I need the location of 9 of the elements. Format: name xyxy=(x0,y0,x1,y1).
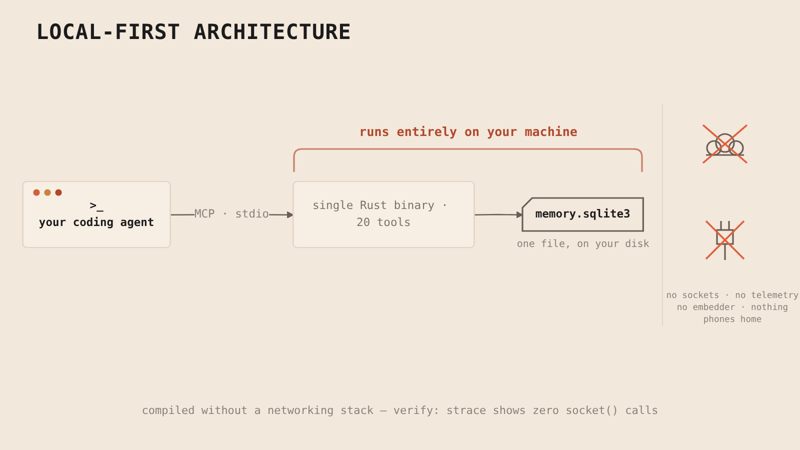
document-shape: memory.sqlite3 xyxy=(522,197,644,232)
note-text: no sockets · no telemetry no embedder · nothing phones home xyxy=(665,290,800,326)
node-caption: one file, on your disk xyxy=(516,238,650,250)
process-box: single Rust binary · 20 tools xyxy=(292,181,475,248)
terminal-window: >_ your coding agent xyxy=(22,181,171,248)
arrow xyxy=(474,211,524,218)
bracket-label: runs entirely on your machine xyxy=(359,124,578,138)
caption: compiled without a networking stack — verify: strace shows zero socket() calls xyxy=(142,404,658,417)
title: LOCAL-FIRST ARCHITECTURE xyxy=(36,20,352,44)
